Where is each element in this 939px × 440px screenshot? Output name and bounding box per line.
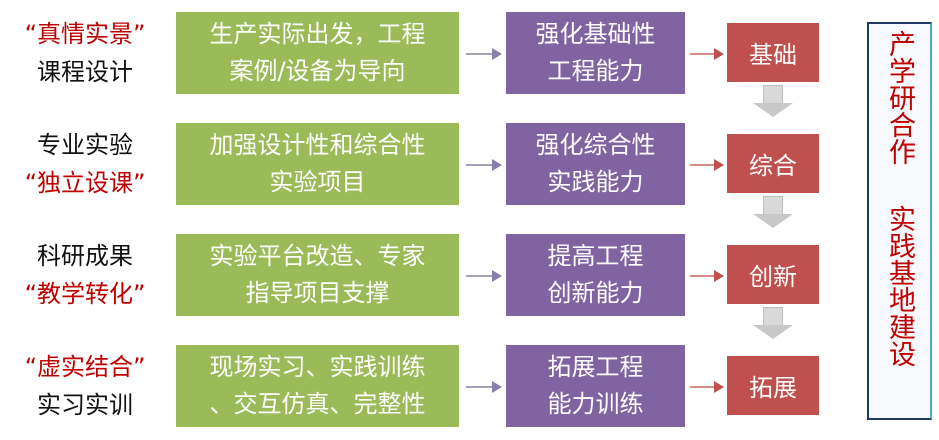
level-label: 基础 — [749, 41, 797, 69]
arrow-right-icon — [690, 270, 724, 282]
approach-box: 实验平台改造、专家 指导项目支撑 — [176, 234, 459, 316]
row-label: “虚实结合” 实习实训 — [0, 348, 170, 424]
capability-line2: 实践能力 — [547, 168, 644, 196]
capability-line1: 强化基础性 — [535, 20, 656, 48]
arrow-right-icon — [690, 48, 724, 60]
approach-line1: 实验平台改造、专家 — [209, 242, 426, 270]
level-box: 拓展 — [727, 356, 819, 415]
capability-line1: 强化综合性 — [535, 131, 656, 159]
approach-line1: 加强设计性和综合性 — [209, 131, 426, 159]
arrow-right-icon — [466, 381, 502, 393]
row-label-line2: “教学转化” — [24, 280, 146, 308]
capability-line2: 工程能力 — [547, 57, 644, 85]
level-label: 创新 — [749, 263, 797, 291]
level-label: 综合 — [749, 152, 797, 180]
level-label: 拓展 — [749, 374, 797, 402]
approach-line1: 现场实习、实践训练 — [209, 353, 426, 381]
row-label-line2: 实习实训 — [37, 391, 133, 419]
level-box: 创新 — [727, 245, 819, 304]
row-label: “真情实景” 课程设计 — [0, 15, 170, 91]
row-label-line2: 课程设计 — [37, 58, 133, 86]
arrow-right-icon — [690, 159, 724, 171]
approach-line2: 实验项目 — [269, 168, 366, 196]
arrow-right-icon — [466, 270, 502, 282]
side-panel-line2: 实践基地建设 — [884, 205, 915, 367]
row-label-line1: 专业实验 — [37, 131, 133, 159]
arrow-right-icon — [466, 159, 502, 171]
approach-line2: 指导项目支撑 — [245, 279, 390, 307]
capability-box: 提高工程 创新能力 — [506, 234, 685, 316]
level-box: 综合 — [727, 134, 819, 193]
row-label: 专业实验 “独立设课” — [0, 126, 170, 202]
row-label-line2: “独立设课” — [24, 169, 146, 197]
row-label-line1: 科研成果 — [37, 242, 133, 270]
capability-line1: 拓展工程 — [547, 353, 644, 381]
level-box: 基础 — [727, 23, 819, 82]
capability-box: 拓展工程 能力训练 — [506, 345, 685, 427]
approach-box: 现场实习、实践训练 、交互仿真、完整性 — [176, 345, 459, 427]
side-panel-line1: 产学研合作 — [884, 30, 915, 165]
arrow-right-icon — [466, 48, 502, 60]
row-label-line1: “真情实景” — [24, 20, 146, 48]
row-label-line1: “虚实结合” — [24, 353, 146, 381]
capability-box: 强化综合性 实践能力 — [506, 123, 685, 205]
capability-line1: 提高工程 — [547, 242, 644, 270]
approach-line2: 案例/设备为导向 — [229, 57, 406, 85]
capability-line2: 创新能力 — [547, 279, 644, 307]
capability-box: 强化基础性 工程能力 — [506, 12, 685, 94]
arrow-right-icon — [690, 381, 724, 393]
approach-box: 加强设计性和综合性 实验项目 — [176, 123, 459, 205]
row-label: 科研成果 “教学转化” — [0, 237, 170, 313]
capability-line2: 能力训练 — [547, 390, 644, 418]
approach-box: 生产实际出发，工程 案例/设备为导向 — [176, 12, 459, 94]
approach-line1: 生产实际出发，工程 — [209, 20, 426, 48]
side-panel: 产学研合作 实践基地建设 — [867, 22, 932, 420]
approach-line2: 、交互仿真、完整性 — [209, 390, 426, 418]
